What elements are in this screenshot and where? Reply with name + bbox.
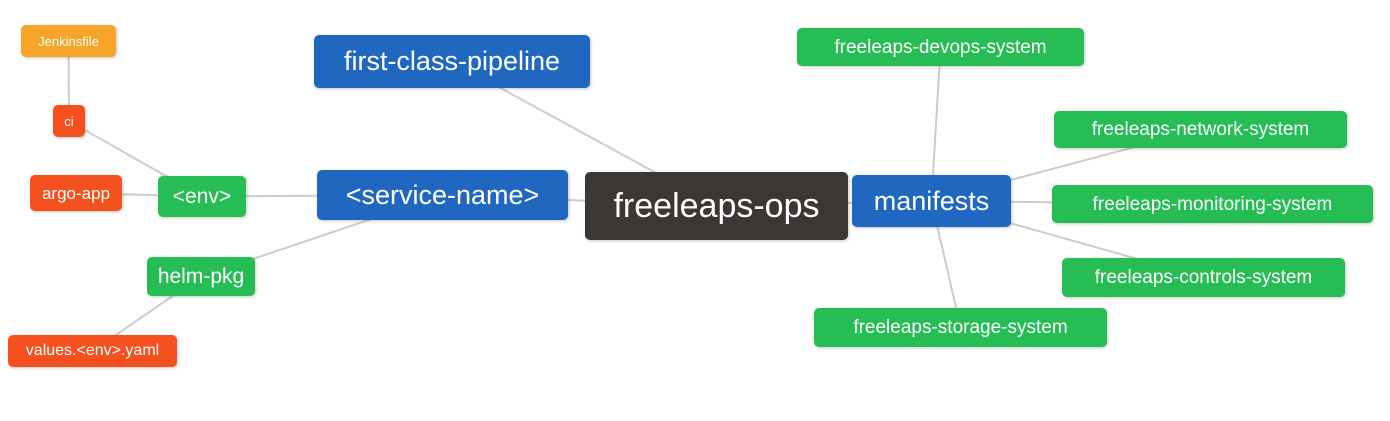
mindmap-node-jenkinsfile[interactable]: Jenkinsfile: [21, 25, 116, 57]
mindmap-node-storage-system[interactable]: freeleaps-storage-system: [814, 308, 1107, 347]
mindmap-node-monitoring-system[interactable]: freeleaps-monitoring-system: [1052, 185, 1373, 223]
mindmap-node-values-env-yaml[interactable]: values.<env>.yaml: [8, 335, 177, 367]
mindmap-node-service-name[interactable]: <service-name>: [317, 170, 568, 220]
mindmap-node-controls-system[interactable]: freeleaps-controls-system: [1062, 258, 1345, 297]
mindmap-node-freeleaps-ops[interactable]: freeleaps-ops: [585, 172, 848, 240]
mindmap-node-argo-app[interactable]: argo-app: [30, 175, 122, 211]
mindmap-node-manifests[interactable]: manifests: [852, 175, 1011, 227]
mindmap-node-network-system[interactable]: freeleaps-network-system: [1054, 111, 1347, 148]
mindmap-node-first-class-pipeline[interactable]: first-class-pipeline: [314, 35, 590, 88]
mindmap-node-devops-system[interactable]: freeleaps-devops-system: [797, 28, 1084, 66]
mindmap-node-ci[interactable]: ci: [53, 105, 85, 137]
mindmap-node-helm-pkg[interactable]: helm-pkg: [147, 257, 255, 296]
mindmap-node-env[interactable]: <env>: [158, 176, 246, 217]
